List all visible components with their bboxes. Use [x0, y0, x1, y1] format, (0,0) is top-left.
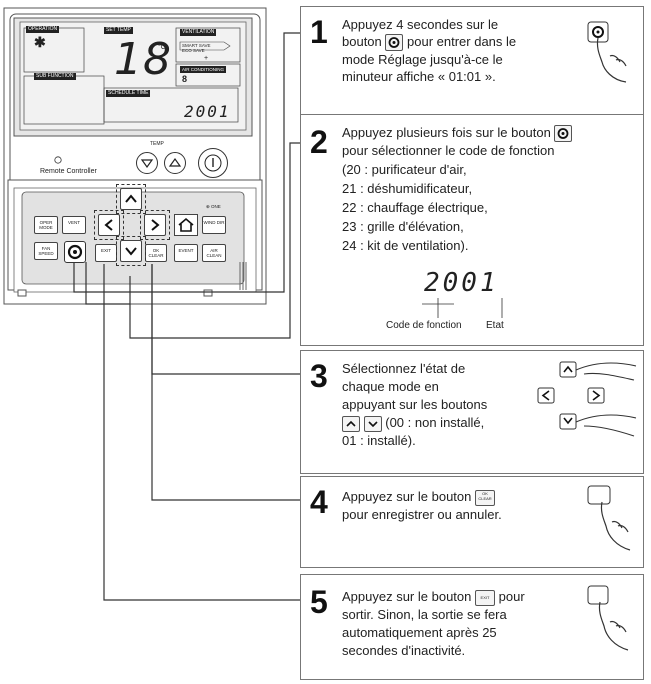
step-1-box — [300, 6, 644, 116]
step-5-text: Appuyez sur le bouton EXIT pour sortir. … — [342, 588, 578, 660]
step-5-number: 5 — [310, 584, 328, 620]
step-2-line-5: 22 : chauffage électrique, — [342, 200, 488, 216]
power-icon — [204, 154, 222, 172]
step-3-line-3: appuyant sur les boutons — [342, 397, 488, 412]
lcd-aircon-value: 8 — [182, 74, 188, 84]
step-2-line-6: 23 : grille d'élévation, — [342, 219, 464, 235]
step-1-number: 1 — [310, 14, 328, 50]
step-2-number: 2 — [310, 124, 328, 160]
step-4-box — [300, 476, 644, 568]
step-1-line-5: minuteur affiche « 01:01 ». — [342, 69, 496, 85]
step-2-line-1: Appuyez plusieurs fois sur le bouton — [342, 125, 551, 140]
step-1-line-3: pour entrer dans le — [407, 34, 517, 49]
lcd-digit-value: 2001 — [184, 102, 231, 121]
step-3-line-2: chaque mode en — [342, 379, 439, 394]
gear-button-icon — [67, 244, 83, 260]
gear-button-inline — [554, 125, 573, 143]
triangle-up-icon — [168, 157, 182, 167]
step-2-line-3: (20 : purificateur d'air, — [342, 162, 467, 178]
oper-mode-key[interactable]: OPER MODE — [34, 216, 58, 234]
exit-key[interactable]: EXIT — [95, 244, 117, 262]
step-3-line-5: 01 : installé). — [342, 433, 416, 448]
step-2-line-2: pour sélectionner le code de fonction — [342, 143, 555, 159]
ok-clear-button-inline: OK CLEAR — [475, 489, 495, 506]
step-3-number: 3 — [310, 358, 328, 394]
up-button-inline — [342, 415, 360, 432]
fan-speed-key[interactable]: FAN SPEED — [34, 242, 58, 260]
step-2-text: Appuyez plusieurs fois sur le bouton pou… — [342, 124, 638, 254]
lcd-ventilation-label: VENTILATION — [180, 29, 217, 36]
arrow-down-highlight — [116, 236, 146, 266]
led-indicator: ⊕ ONE — [206, 204, 221, 209]
step-2-caption-code: Code de fonction — [386, 320, 462, 331]
lcd-ventilation-line2: ECO SAVE — [182, 48, 205, 53]
step-3-text: Sélectionnez l'état de chaque mode en ap… — [342, 360, 552, 450]
home-key[interactable] — [174, 214, 198, 236]
step-1-line-2: bouton — [342, 34, 382, 49]
step-5-line-1: Appuyez sur le bouton — [342, 589, 472, 604]
vent-key[interactable]: VENT — [62, 216, 86, 234]
exit-button-inline: EXIT — [475, 589, 495, 606]
pointing-hand-icon — [587, 21, 627, 83]
triangle-down-icon — [140, 159, 154, 169]
event-key[interactable]: EVENT — [174, 244, 198, 262]
pointing-hand-icon — [587, 485, 631, 551]
step-3-hands-illustration — [530, 356, 640, 451]
lcd-schedule-label: SCHEDULE TIME — [106, 90, 151, 97]
step-4-line-2: pour enregistrer ou annuler. — [342, 506, 502, 522]
step-5-line-4: automatiquement après 25 — [342, 625, 497, 640]
wind-dir-key[interactable]: WIND DIR — [202, 216, 226, 234]
step-5-line-3: sortir. Sinon, la sortie se fera — [342, 607, 507, 622]
temp-label: TEMP — [150, 141, 164, 147]
remote-controller: OPERATION ✱ SET TEMP 18 °C SUB FUNCTION … — [0, 0, 300, 320]
step-1-line-1: Appuyez 4 secondes sur le — [342, 17, 499, 32]
gear-button-icon — [558, 128, 569, 139]
step-3-line-1: Sélectionnez l'état de — [342, 361, 466, 376]
step-4-number: 4 — [310, 484, 328, 520]
snowflake-icon: ✱ — [34, 34, 46, 50]
ok-clear-key[interactable]: OK CLEAR — [145, 244, 167, 262]
power-button[interactable] — [198, 148, 228, 178]
home-icon — [178, 217, 194, 232]
step-4-hand-illustration — [582, 484, 634, 565]
step-5-line-5: secondes d'inactivité. — [342, 643, 466, 658]
step-1-hand-illustration — [582, 18, 632, 93]
step-2-caption-state: Etat — [486, 320, 504, 331]
step-5-box — [300, 574, 644, 680]
lcd-ventilation-plus: + — [204, 55, 209, 62]
temp-down-button[interactable] — [136, 152, 158, 174]
gear-button-icon — [388, 37, 400, 48]
step-2-display-digits: 2001 — [424, 268, 499, 298]
temp-up-button[interactable] — [164, 152, 186, 174]
gear-setting-key[interactable] — [64, 241, 86, 263]
pointing-hand-icon — [537, 361, 637, 437]
step-2-line-7: 24 : kit de ventilation). — [342, 238, 469, 254]
down-button-inline — [363, 415, 382, 432]
step-1-line-4: mode Réglage jusqu'à-ce le — [342, 52, 503, 68]
gear-button-inline — [385, 34, 404, 52]
step-4-text: Appuyez sur le bouton OK CLEAR pour enre… — [342, 488, 572, 523]
step-3-box — [300, 350, 644, 474]
step-2-line-4: 21 : déshumidificateur, — [342, 181, 473, 197]
brand-label: Remote Controller — [40, 168, 97, 175]
step-4-line-1: Appuyez sur le bouton — [342, 489, 472, 504]
step-5-line-2: pour — [498, 589, 525, 604]
step-1-text: Appuyez 4 secondes sur le bouton pour en… — [342, 16, 572, 85]
arrow-down-icon — [368, 420, 378, 427]
step-2-box — [300, 114, 644, 346]
lcd-aircon-label: AIR CONDITIONING — [180, 66, 227, 73]
lcd-set-temp-label: SET TEMP — [104, 27, 133, 34]
lcd-sub-function-label: SUB FUNCTION — [34, 73, 76, 80]
step-5-hand-illustration — [582, 582, 634, 667]
pointing-hand-icon — [587, 585, 629, 651]
arrow-up-icon — [346, 420, 356, 427]
air-clean-key[interactable]: AIR CLEAN — [202, 244, 226, 262]
lcd-operation-label: OPERATION — [26, 26, 60, 33]
step-2-caption-lines — [422, 298, 503, 318]
lcd-degree: °C — [158, 44, 166, 51]
step-3-line-4: (00 : non installé, — [385, 415, 485, 430]
